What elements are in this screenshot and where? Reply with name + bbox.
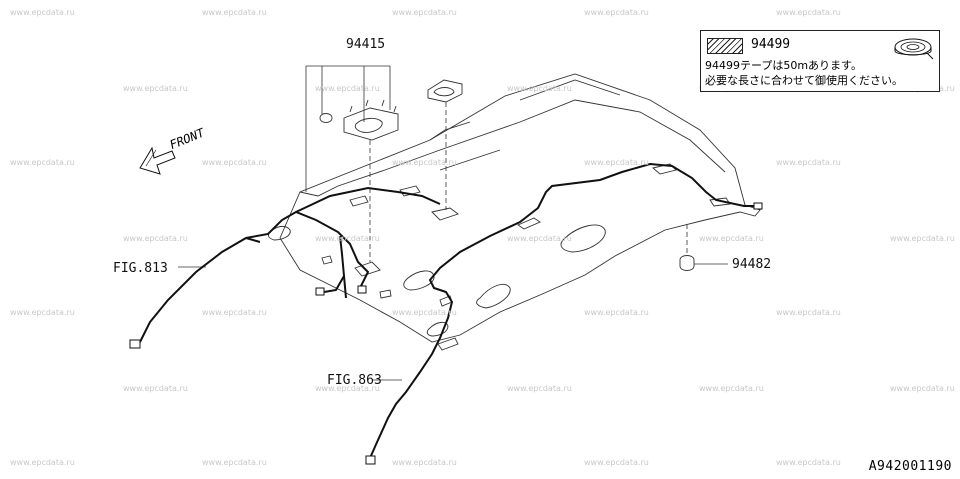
part-label-94482: 94482 [732, 257, 772, 272]
leader-lines [178, 65, 728, 381]
watermark-text: www.epcdata.ru [202, 458, 267, 467]
watermark-text: www.epcdata.ru [392, 158, 457, 167]
watermark-text: www.epcdata.ru [315, 84, 380, 93]
watermark-text: www.epcdata.ru [202, 8, 267, 17]
harness-clips [319, 79, 695, 271]
watermark-text: www.epcdata.ru [315, 234, 380, 243]
watermark-text: www.epcdata.ru [890, 234, 955, 243]
watermark-text: www.epcdata.ru [123, 234, 188, 243]
watermark-text: www.epcdata.ru [10, 158, 75, 167]
front-arrow-icon [139, 146, 176, 175]
watermark-text: www.epcdata.ru [123, 84, 188, 93]
ref-label-fig863: FIG.863 [327, 373, 382, 388]
watermark-text: www.epcdata.ru [584, 458, 649, 467]
watermark-text: www.epcdata.ru [315, 384, 380, 393]
watermark-text: www.epcdata.ru [10, 8, 75, 17]
watermark-text: www.epcdata.ru [202, 158, 267, 167]
watermark-text: www.epcdata.ru [507, 84, 572, 93]
watermark-text: www.epcdata.ru [776, 8, 841, 17]
watermark-text: www.epcdata.ru [584, 308, 649, 317]
watermark-text: www.epcdata.ru [10, 458, 75, 467]
legend-note-line-1: 94499テープは50mあります。 [705, 59, 862, 72]
watermark-text: www.epcdata.ru [776, 458, 841, 467]
watermark-text: www.epcdata.ru [699, 384, 764, 393]
watermark-text: www.epcdata.ru [699, 234, 764, 243]
watermark-text: www.epcdata.ru [890, 384, 955, 393]
ref-label-fig813: FIG.813 [113, 261, 168, 276]
watermark-text: www.epcdata.ru [10, 308, 75, 317]
watermark-text: www.epcdata.ru [392, 308, 457, 317]
diagram-code: A942001190 [868, 459, 952, 474]
watermark-text: www.epcdata.ru [392, 8, 457, 17]
watermark-text: www.epcdata.ru [507, 384, 572, 393]
watermark-text: www.epcdata.ru [507, 234, 572, 243]
connectors [129, 202, 763, 465]
watermark-text: www.epcdata.ru [392, 458, 457, 467]
watermark-text: www.epcdata.ru [202, 308, 267, 317]
watermark-text: www.epcdata.ru [776, 308, 841, 317]
watermark-text: www.epcdata.ru [584, 8, 649, 17]
tape-roll-icon [894, 38, 934, 60]
legend-part-number: 94499 [751, 37, 791, 52]
watermark-text: www.epcdata.ru [776, 158, 841, 167]
headliner-panel [267, 73, 761, 351]
hatch-swatch [707, 38, 743, 54]
part-label-94415: 94415 [346, 37, 386, 52]
tape-legend-box: 94499 94499テープは50mあります。 必要な長さに合わせて御使用くださ… [700, 30, 940, 92]
watermark-text: www.epcdata.ru [584, 158, 649, 167]
wire-harness [139, 162, 756, 459]
legend-note-line-2: 必要な長さに合わせて御使用ください。 [705, 74, 903, 87]
watermark-text: www.epcdata.ru [123, 384, 188, 393]
